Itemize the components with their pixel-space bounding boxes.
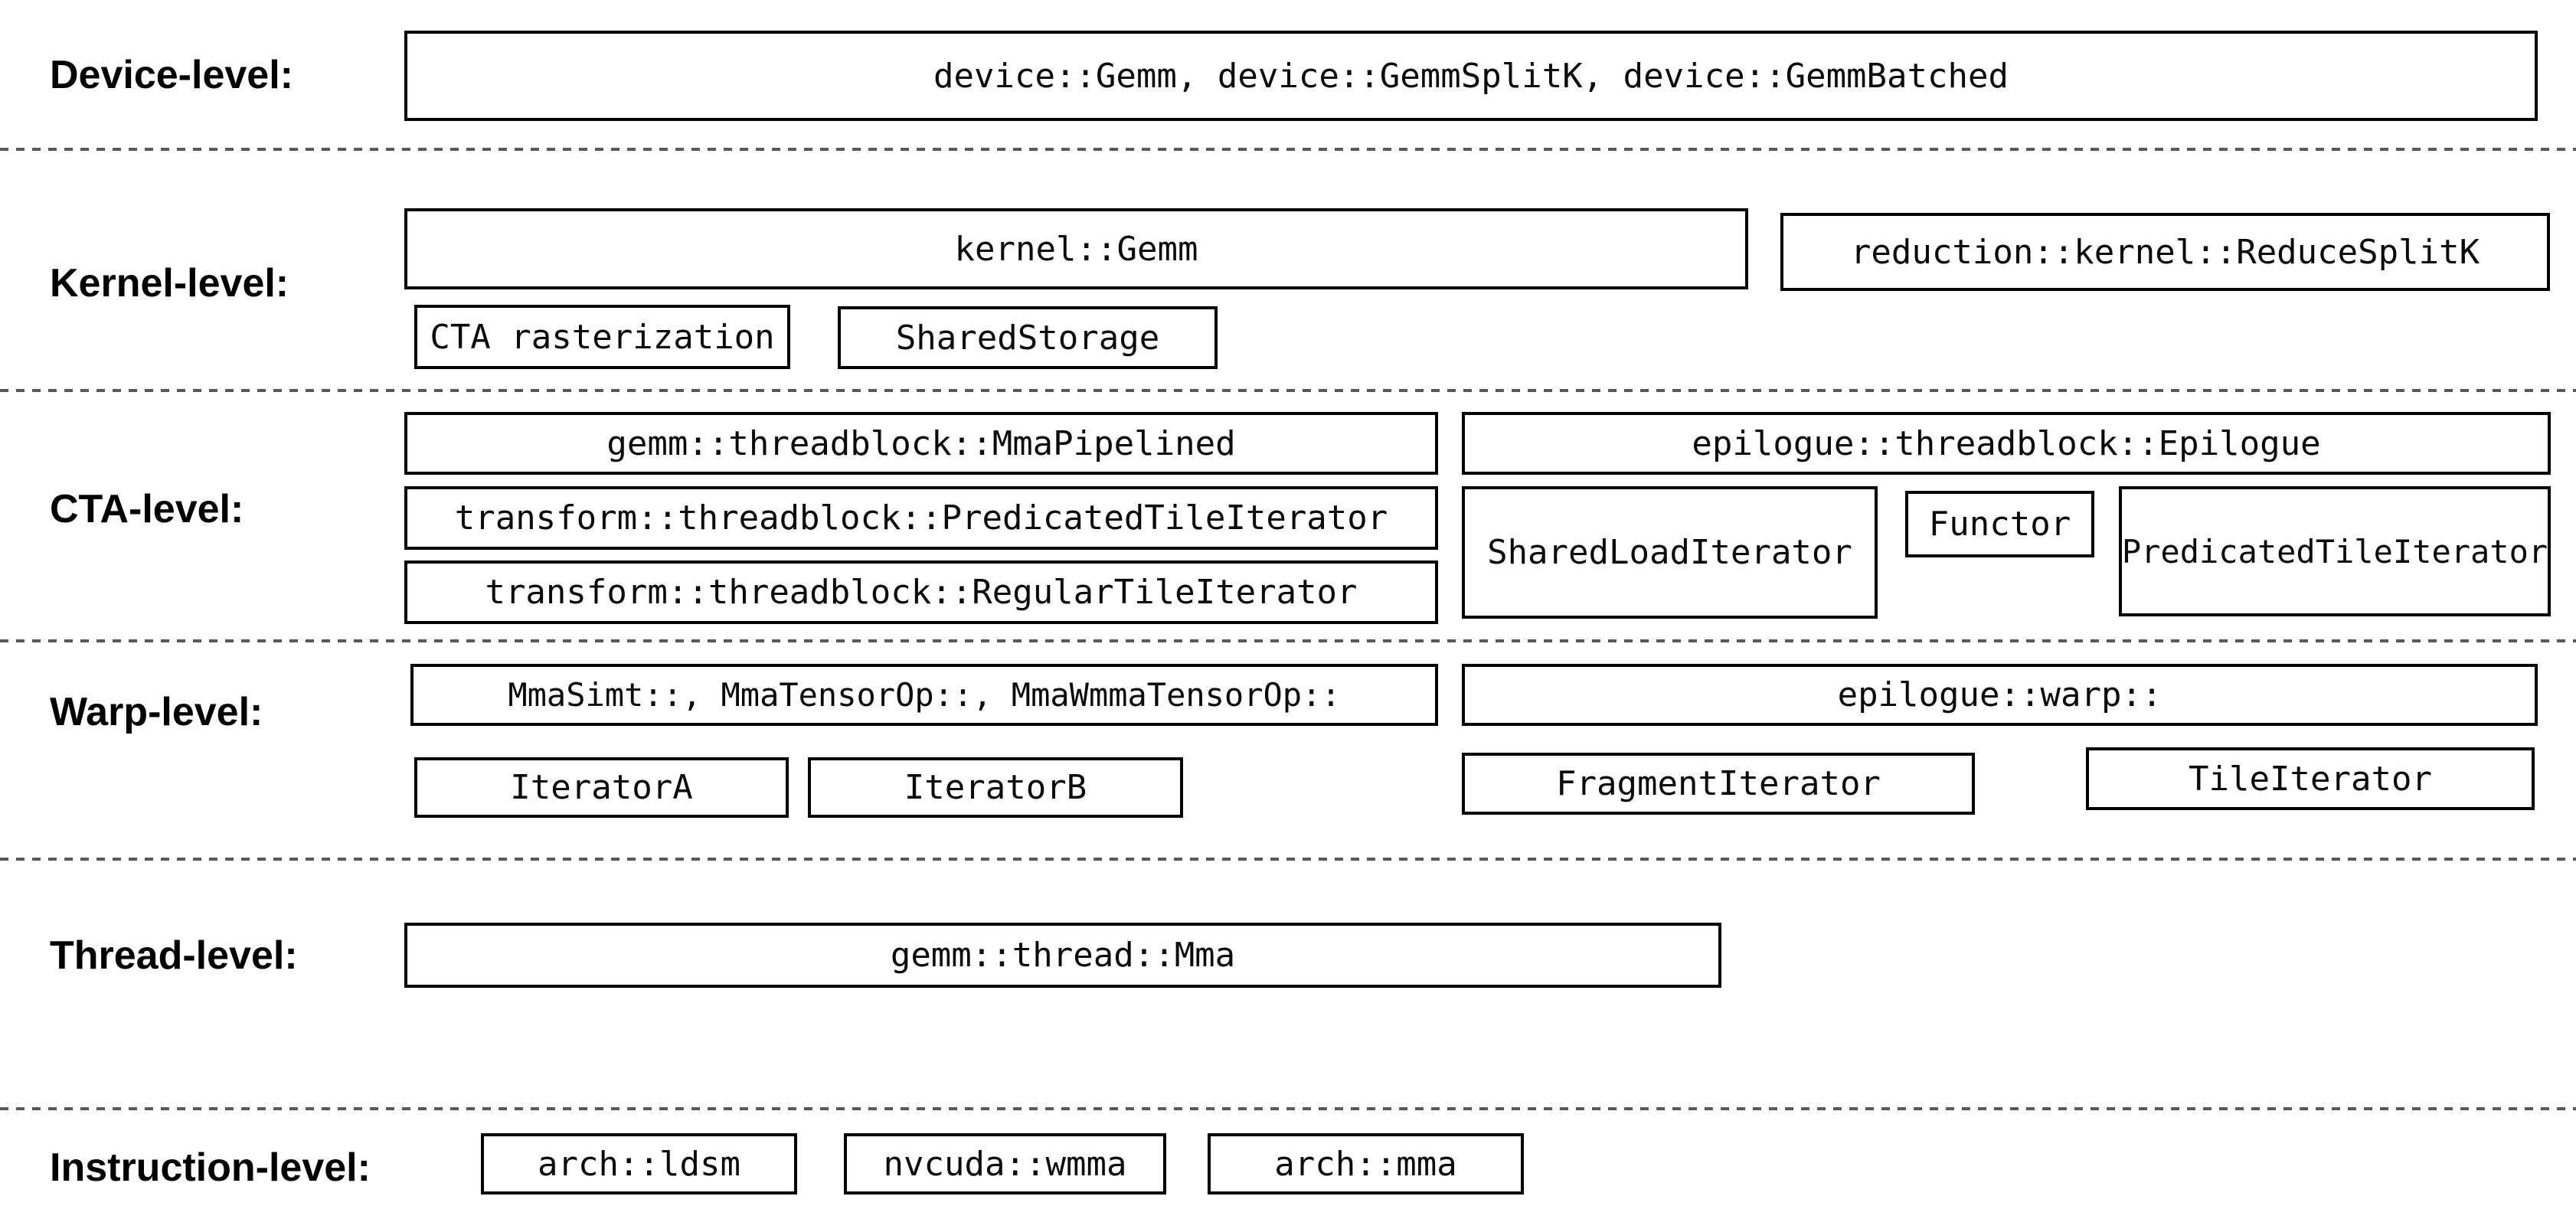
- separator-warp-thread: [0, 858, 2576, 861]
- separator-cta-warp: [0, 639, 2576, 642]
- box-iterator-b: IteratorB: [808, 757, 1183, 818]
- box-functor: Functor: [1905, 491, 2094, 557]
- box-tile-iterator: TileIterator: [2086, 747, 2535, 810]
- separator-kernel-cta: [0, 389, 2576, 392]
- box-epilogue-threadblock-epilogue: epilogue::threadblock::Epilogue: [1462, 412, 2551, 475]
- box-arch-ldsm: arch::ldsm: [481, 1133, 797, 1194]
- box-shared-load-iterator: SharedLoadIterator: [1462, 486, 1878, 619]
- separator-thread-instruction: [0, 1107, 2576, 1110]
- box-transform-threadblock-predicated-tile-iterator: transform::threadblock::PredicatedTileIt…: [404, 486, 1438, 550]
- row-label-cta-level: CTA-level:: [50, 487, 244, 531]
- box-transform-threadblock-regular-tile-iterator: transform::threadblock::RegularTileItera…: [404, 560, 1438, 624]
- row-label-thread-level: Thread-level:: [50, 933, 298, 978]
- box-arch-mma: arch::mma: [1208, 1133, 1524, 1194]
- box-iterator-a: IteratorA: [414, 757, 789, 818]
- box-cta-rasterization: CTA rasterization: [414, 305, 790, 369]
- box-epilogue-predicated-tile-iterator: PredicatedTileIterator: [2119, 486, 2551, 616]
- box-gemm-thread-mma: gemm::thread::Mma: [404, 923, 1721, 988]
- box-reduction-kernel-reduce-splitk: reduction::kernel::ReduceSplitK: [1780, 213, 2550, 291]
- row-label-instruction-level: Instruction-level:: [50, 1145, 371, 1190]
- box-nvcuda-wmma: nvcuda::wmma: [844, 1133, 1166, 1194]
- row-label-warp-level: Warp-level:: [50, 690, 263, 734]
- row-label-device-level: Device-level:: [50, 53, 293, 97]
- box-kernel-gemm: kernel::Gemm: [404, 208, 1748, 289]
- box-epilogue-warp: epilogue::warp::: [1462, 664, 2538, 726]
- box-warp-mma-variants: MmaSimt::, MmaTensorOp::, MmaWmmaTensorO…: [410, 664, 1438, 726]
- box-gemm-threadblock-mma-pipelined: gemm::threadblock::MmaPipelined: [404, 412, 1438, 475]
- row-label-kernel-level: Kernel-level:: [50, 261, 289, 306]
- box-fragment-iterator: FragmentIterator: [1462, 753, 1975, 815]
- box-device-gemm: device::Gemm, device::GemmSplitK, device…: [404, 31, 2538, 121]
- box-shared-storage: SharedStorage: [838, 306, 1218, 369]
- separator-device-kernel: [0, 148, 2576, 151]
